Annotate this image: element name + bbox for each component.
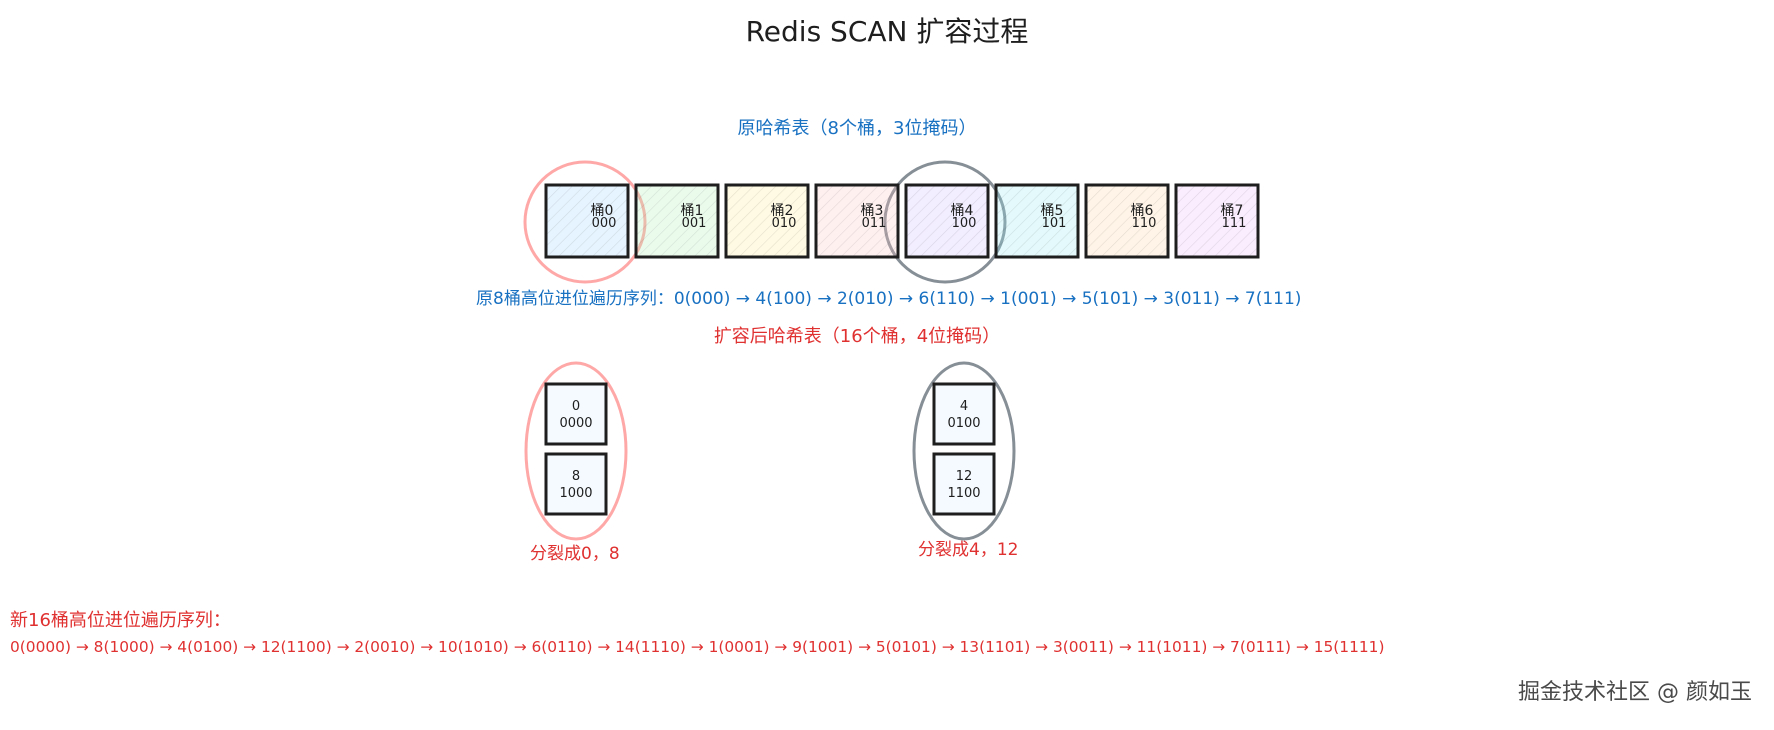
- bucket-border: [634, 183, 720, 259]
- original-sequence: 原8桶高位进位遍历序列：0(000) → 4(100) → 2(010) → 6…: [476, 289, 1302, 309]
- split-bucket-8: 8 1000: [544, 452, 608, 516]
- split-bucket-fill: [546, 384, 606, 444]
- expanded-table-label: 扩容后哈希表（16个桶，4位掩码）: [713, 326, 1001, 347]
- bucket-border: [904, 183, 990, 259]
- bucket-bits: 001: [682, 216, 707, 231]
- bucket-hatch: [996, 185, 1078, 257]
- split-caption-4-12: 分裂成4，12: [918, 540, 1019, 560]
- split-bucket-name: 8: [572, 469, 580, 484]
- watermark: 掘金技术社区 @ 颜如玉: [1518, 680, 1752, 705]
- bucket-bits: 010: [772, 216, 797, 231]
- split-bucket-bits: 0100: [947, 416, 980, 431]
- new-sequence: 0(0000) → 8(1000) → 4(0100) → 12(1100) →…: [10, 638, 1385, 656]
- bucket-hatch: [816, 185, 898, 257]
- bucket-name: 桶2: [771, 203, 794, 219]
- split-bucket-fill: [546, 454, 606, 514]
- bucket-name: 桶7: [1221, 203, 1244, 219]
- bucket-border: [994, 183, 1080, 259]
- split-bucket-border: [544, 382, 608, 446]
- split-bucket-fill: [934, 384, 994, 444]
- split-bucket-bits: 1000: [559, 486, 592, 501]
- bucket-bits: 011: [862, 216, 887, 231]
- bucket-hatch: [546, 185, 628, 257]
- new-sequence-label: 新16桶高位进位遍历序列：: [10, 610, 231, 631]
- bucket-bits: 101: [1042, 216, 1067, 231]
- bucket-border: [1084, 183, 1170, 259]
- bucket-border: [544, 183, 630, 259]
- split-bucket-border: [544, 452, 608, 516]
- split-bucket-name: 0: [572, 399, 580, 414]
- bucket-name: 桶0: [591, 203, 614, 219]
- bucket-hatch: [1086, 185, 1168, 257]
- bucket-name: 桶4: [951, 203, 974, 219]
- split-caption-0-8: 分裂成0，8: [530, 544, 620, 564]
- bucket-hatch: [906, 185, 988, 257]
- bucket-border: [1174, 183, 1260, 259]
- split-bucket-fill: [934, 454, 994, 514]
- split-ellipse-1: [912, 361, 1016, 541]
- split-bucket-border: [932, 382, 996, 446]
- bucket-bits: 100: [952, 216, 977, 231]
- bucket-bits: 000: [592, 216, 617, 231]
- bucket-name: 桶3: [861, 203, 884, 219]
- split-bucket-12: 12 1100: [932, 452, 996, 516]
- bucket-bits: 111: [1222, 216, 1247, 231]
- original-table-label: 原哈希表（8个桶，3位掩码）: [737, 118, 977, 139]
- diagram-title: Redis SCAN 扩容过程: [745, 15, 1029, 48]
- bucket-border: [724, 183, 810, 259]
- bucket-name: 桶1: [681, 203, 704, 219]
- bucket-name: 桶6: [1131, 203, 1154, 219]
- bucket-hatch: [726, 185, 808, 257]
- split-bucket-4: 4 0100: [932, 382, 996, 446]
- bucket-bits: 110: [1132, 216, 1157, 231]
- bucket-hatch: [636, 185, 718, 257]
- bucket-border: [814, 183, 900, 259]
- bucket-hatch: [1176, 185, 1258, 257]
- split-bucket-bits: 1100: [947, 486, 980, 501]
- split-bucket-border: [932, 452, 996, 516]
- split-bucket-name: 4: [960, 399, 968, 414]
- split-ellipse-0: [524, 361, 628, 541]
- split-bucket-bits: 0000: [559, 416, 592, 431]
- split-bucket-name: 12: [956, 469, 973, 484]
- bucket-name: 桶5: [1041, 203, 1064, 219]
